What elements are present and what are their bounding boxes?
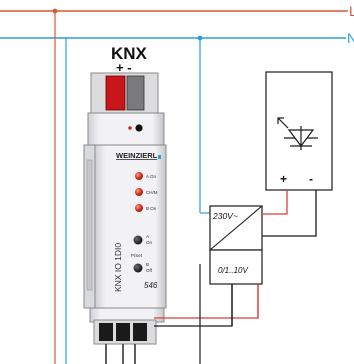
button-a-label: A [146, 234, 149, 239]
led-driver: + - [265, 71, 333, 191]
led-b-on-label: B On [146, 206, 157, 211]
button-b-off-label: Off [146, 268, 153, 273]
bottom-terminal-2 [116, 323, 130, 341]
knx-terminal-grey [126, 75, 145, 111]
led-a-on [135, 172, 143, 180]
psu-input-label: 230V~ [212, 211, 238, 221]
l-bus-label: L [349, 3, 354, 19]
power-supply: 230V~ 0/1..10V [209, 205, 263, 285]
device-main-body [94, 144, 167, 309]
n-bus-label: N [347, 30, 354, 46]
button-b-off[interactable] [133, 263, 143, 273]
knx-title: KNX [111, 44, 148, 63]
device-number: 546 [144, 281, 158, 290]
device-rail-slot [86, 159, 93, 291]
led-ch-m-label: CH/M [146, 190, 158, 195]
knx-io-device: WEINZIERL A On CH/M B On KNX IO 1DI0 A O… [83, 72, 167, 345]
knx-polarity: + - [116, 60, 132, 75]
led-b-on [135, 204, 143, 212]
prog-label: P/Set [131, 253, 143, 258]
led-ch-m [135, 188, 143, 196]
driver-minus-wire [262, 190, 317, 237]
psu-output-label: 0/1..10V [218, 266, 248, 275]
button-a-on-label: On [146, 240, 153, 245]
brand-label: WEINZIERL [116, 151, 158, 160]
led-driver-minus: - [309, 172, 313, 186]
prog-led-small [128, 126, 132, 130]
knx-terminal-red [105, 75, 126, 111]
button-b-label: B [146, 262, 149, 267]
led-driver-plus: + [280, 172, 287, 186]
bottom-terminal-3 [133, 323, 147, 341]
led-symbol-icon [277, 117, 318, 150]
bottom-terminal-1 [99, 323, 113, 341]
psu-diagonal [209, 205, 263, 251]
prog-button-small [135, 124, 143, 132]
button-a-on[interactable] [133, 235, 143, 245]
model-label: KNX IO 1DI0 [113, 243, 123, 292]
device-shoulder [87, 112, 165, 146]
psu-bottom-box [209, 249, 263, 285]
driver-plus-wire [262, 190, 288, 215]
led-a-on-label: A On [146, 174, 157, 179]
brand-accent [158, 155, 161, 159]
